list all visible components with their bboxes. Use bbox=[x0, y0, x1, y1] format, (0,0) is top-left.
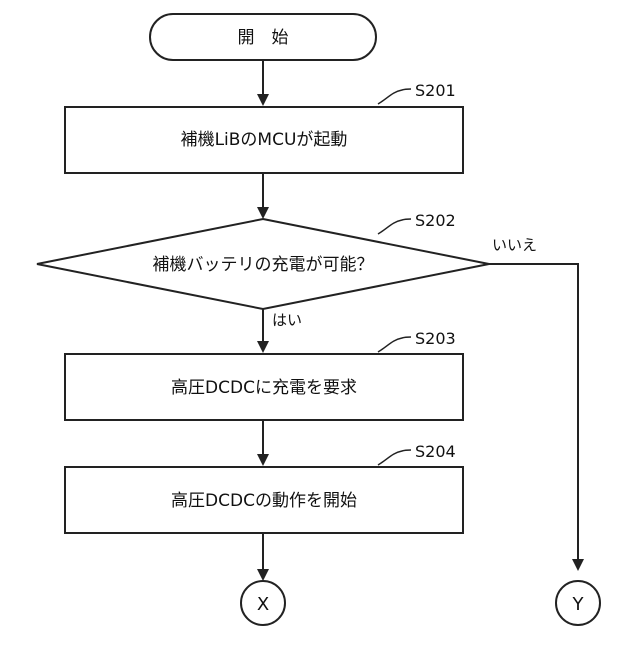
step-id-s204: S204 bbox=[415, 442, 456, 461]
process-label-s203: 高圧DCDCに充電を要求 bbox=[171, 378, 357, 398]
arrow-head bbox=[572, 559, 584, 571]
arrow-head bbox=[257, 454, 269, 466]
step-id-leader-s201 bbox=[378, 89, 411, 104]
arrow-head bbox=[257, 94, 269, 106]
step-id-s201: S201 bbox=[415, 81, 456, 100]
flow-line-no-branch bbox=[489, 264, 578, 561]
arrow-head bbox=[257, 341, 269, 353]
branch-label-no: いいえ bbox=[492, 236, 537, 254]
process-label-s201: 補機LiBのMCUが起動 bbox=[181, 130, 348, 150]
decision-label-s202: 補機バッテリの充電が可能？ bbox=[153, 255, 374, 275]
step-id-s203: S203 bbox=[415, 329, 456, 348]
process-label-s204: 高圧DCDCの動作を開始 bbox=[171, 491, 357, 511]
connector-y-label: Y bbox=[572, 594, 585, 615]
step-id-leader-s203 bbox=[378, 337, 411, 352]
step-id-leader-s202 bbox=[378, 219, 411, 234]
step-id-leader-s204 bbox=[378, 450, 411, 465]
branch-label-yes: はい bbox=[272, 311, 302, 329]
connector-x-label: X bbox=[257, 594, 269, 615]
step-id-s202: S202 bbox=[415, 211, 456, 230]
arrow-head bbox=[257, 569, 269, 581]
start-label: 開 始 bbox=[238, 28, 289, 48]
arrow-head bbox=[257, 207, 269, 219]
